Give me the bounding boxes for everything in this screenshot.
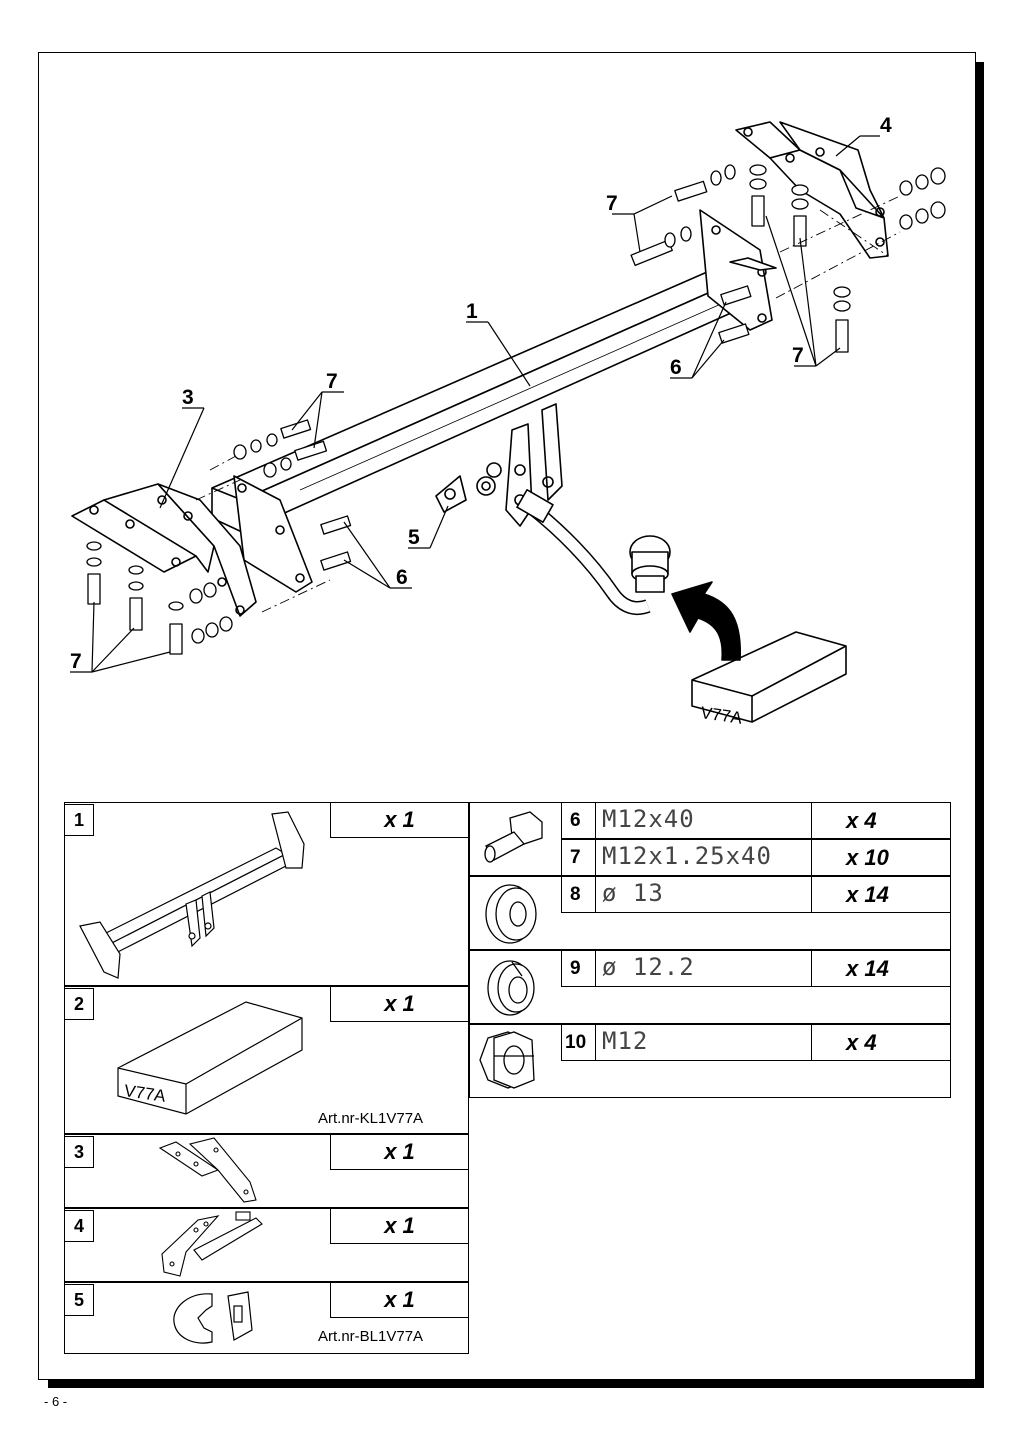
callout-6-left: 6 [396,566,408,589]
frame-shadow-bottom [48,1380,984,1388]
hardware-spec-6: M12x40 [602,805,695,833]
hardware-qty-7: x 10 [846,845,889,870]
hardware-spec-9: ø 12.2 [602,953,695,981]
part-qty-3: x 1 [330,1134,469,1170]
bracket-part-4 [735,121,889,259]
hardware-qty-10: x 4 [846,1030,877,1055]
part-5-art-nr: Art.nr-BL1V77A [318,1328,424,1345]
callout-7-left-top: 7 [326,370,338,393]
part-qty-5: x 1 [330,1282,469,1318]
hardware-spec-8: ø 13 [602,879,664,907]
hardware-qty-9: x 14 [846,956,889,981]
tow-bracket [476,403,671,616]
hardware-number-8: 8 [570,884,581,905]
part-2-art-nr: Art.nr-KL1V77A [318,1110,424,1127]
exploded-assembly-diagram: 1 3 4 5 6 6 7 7 7 7 V77A [70,114,946,728]
hardware-qty-8: x 14 [846,882,889,907]
part-row-3 [64,1134,469,1208]
hardware-number-10: 10 [565,1032,587,1053]
part-row-5 [64,1282,469,1354]
callout-7-bottom-left: 7 [70,650,82,673]
bracket-part-3 [71,483,257,617]
bracket-3-thumbnail [158,1137,257,1203]
hardware-spec-10: M12 [602,1027,649,1055]
callout-6-right: 6 [670,356,682,379]
hardware-number-7: 7 [570,847,581,868]
crossbar-part-1 [211,209,777,593]
flat-washer-icon [485,884,537,944]
leader-lines [70,135,880,673]
part-qty-1: x 1 [330,802,469,838]
crossbar-thumbnail [79,811,305,979]
callout-7-right: 7 [792,344,804,367]
alignment-lines [195,195,901,613]
part-row-2 [64,986,469,1134]
fasteners [86,164,946,655]
hex-nut-icon [479,1031,535,1089]
part-number-5: 5 [64,1284,94,1316]
wiring-box-thumbnail [117,1001,303,1115]
callout-5: 5 [408,526,420,549]
part-qty-2: x 1 [330,986,469,1022]
bracket-4-thumbnail [161,1211,263,1277]
hardware-number-6: 6 [570,810,581,831]
part-row-4 [64,1208,469,1282]
page-number: - 6 - [44,1394,68,1409]
wiring-kit-box [691,631,847,723]
callout-1: 1 [466,300,478,323]
bolt-icon [484,811,543,863]
spring-washer-icon [487,960,535,1016]
part-qty-4: x 1 [330,1208,469,1244]
callout-3: 3 [182,386,194,409]
part-number-2: 2 [64,988,94,1020]
socket-plate-part-5 [435,475,467,513]
hardware-number-9: 9 [570,958,581,979]
part-number-3: 3 [64,1136,94,1168]
part-number-4: 4 [64,1210,94,1242]
hardware-qty-6: x 4 [846,808,877,833]
part-number-1: 1 [64,804,94,836]
part-row-1 [64,802,469,986]
callout-4: 4 [880,114,892,137]
hardware-spec-7: M12x1.25x40 [602,842,772,870]
frame-shadow-right [976,62,984,1388]
callout-7-top: 7 [606,192,618,215]
curved-arrow [671,581,741,661]
socket-plate-thumbnail [173,1291,253,1344]
